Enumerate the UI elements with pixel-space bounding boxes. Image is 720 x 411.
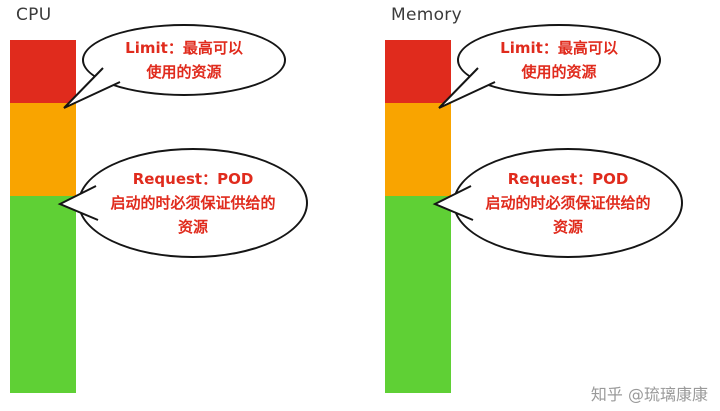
request-bubble-line-2: 启动的时必须保证供给的 [485, 194, 651, 212]
memory-label: Memory [391, 5, 462, 25]
request-bubble-line-1: Request：POD [132, 170, 254, 188]
memory-group: Memory Limit：最高可以 使用的资源 Request：POD 启动的时… [375, 0, 720, 411]
memory-available-segment [385, 196, 451, 393]
request-bubble-tail [57, 185, 99, 221]
memory-bar [385, 40, 451, 393]
request-bubble-line-1: Request：POD [507, 170, 629, 188]
cpu-label: CPU [16, 5, 52, 25]
memory-limit-segment [385, 40, 451, 103]
limit-bubble-tail [438, 67, 496, 109]
cpu-group: CPU Limit：最高可以 使用的资源 Request：POD 启动的时必须保… [0, 0, 345, 411]
limit-bubble-line-2: 使用的资源 [521, 63, 597, 81]
request-bubble-line-2: 启动的时必须保证供给的 [110, 194, 276, 212]
request-bubble-line-3: 资源 [552, 218, 583, 236]
cpu-limit-segment [10, 40, 76, 103]
request-callout-bubble: Request：POD 启动的时必须保证供给的 资源 [453, 148, 683, 258]
request-bubble-tail [432, 185, 474, 221]
memory-request-segment [385, 103, 451, 196]
limit-bubble-line-1: Limit：最高可以 [125, 39, 243, 57]
cpu-bar [10, 40, 76, 393]
request-callout-bubble: Request：POD 启动的时必须保证供给的 资源 [78, 148, 308, 258]
limit-bubble-line-1: Limit：最高可以 [500, 39, 618, 57]
cpu-available-segment [10, 196, 76, 393]
request-bubble-line-3: 资源 [177, 218, 208, 236]
limit-bubble-line-2: 使用的资源 [146, 63, 222, 81]
limit-bubble-tail [63, 67, 121, 109]
watermark-text: 知乎 @琉璃康康 [590, 385, 708, 404]
cpu-request-segment [10, 103, 76, 196]
